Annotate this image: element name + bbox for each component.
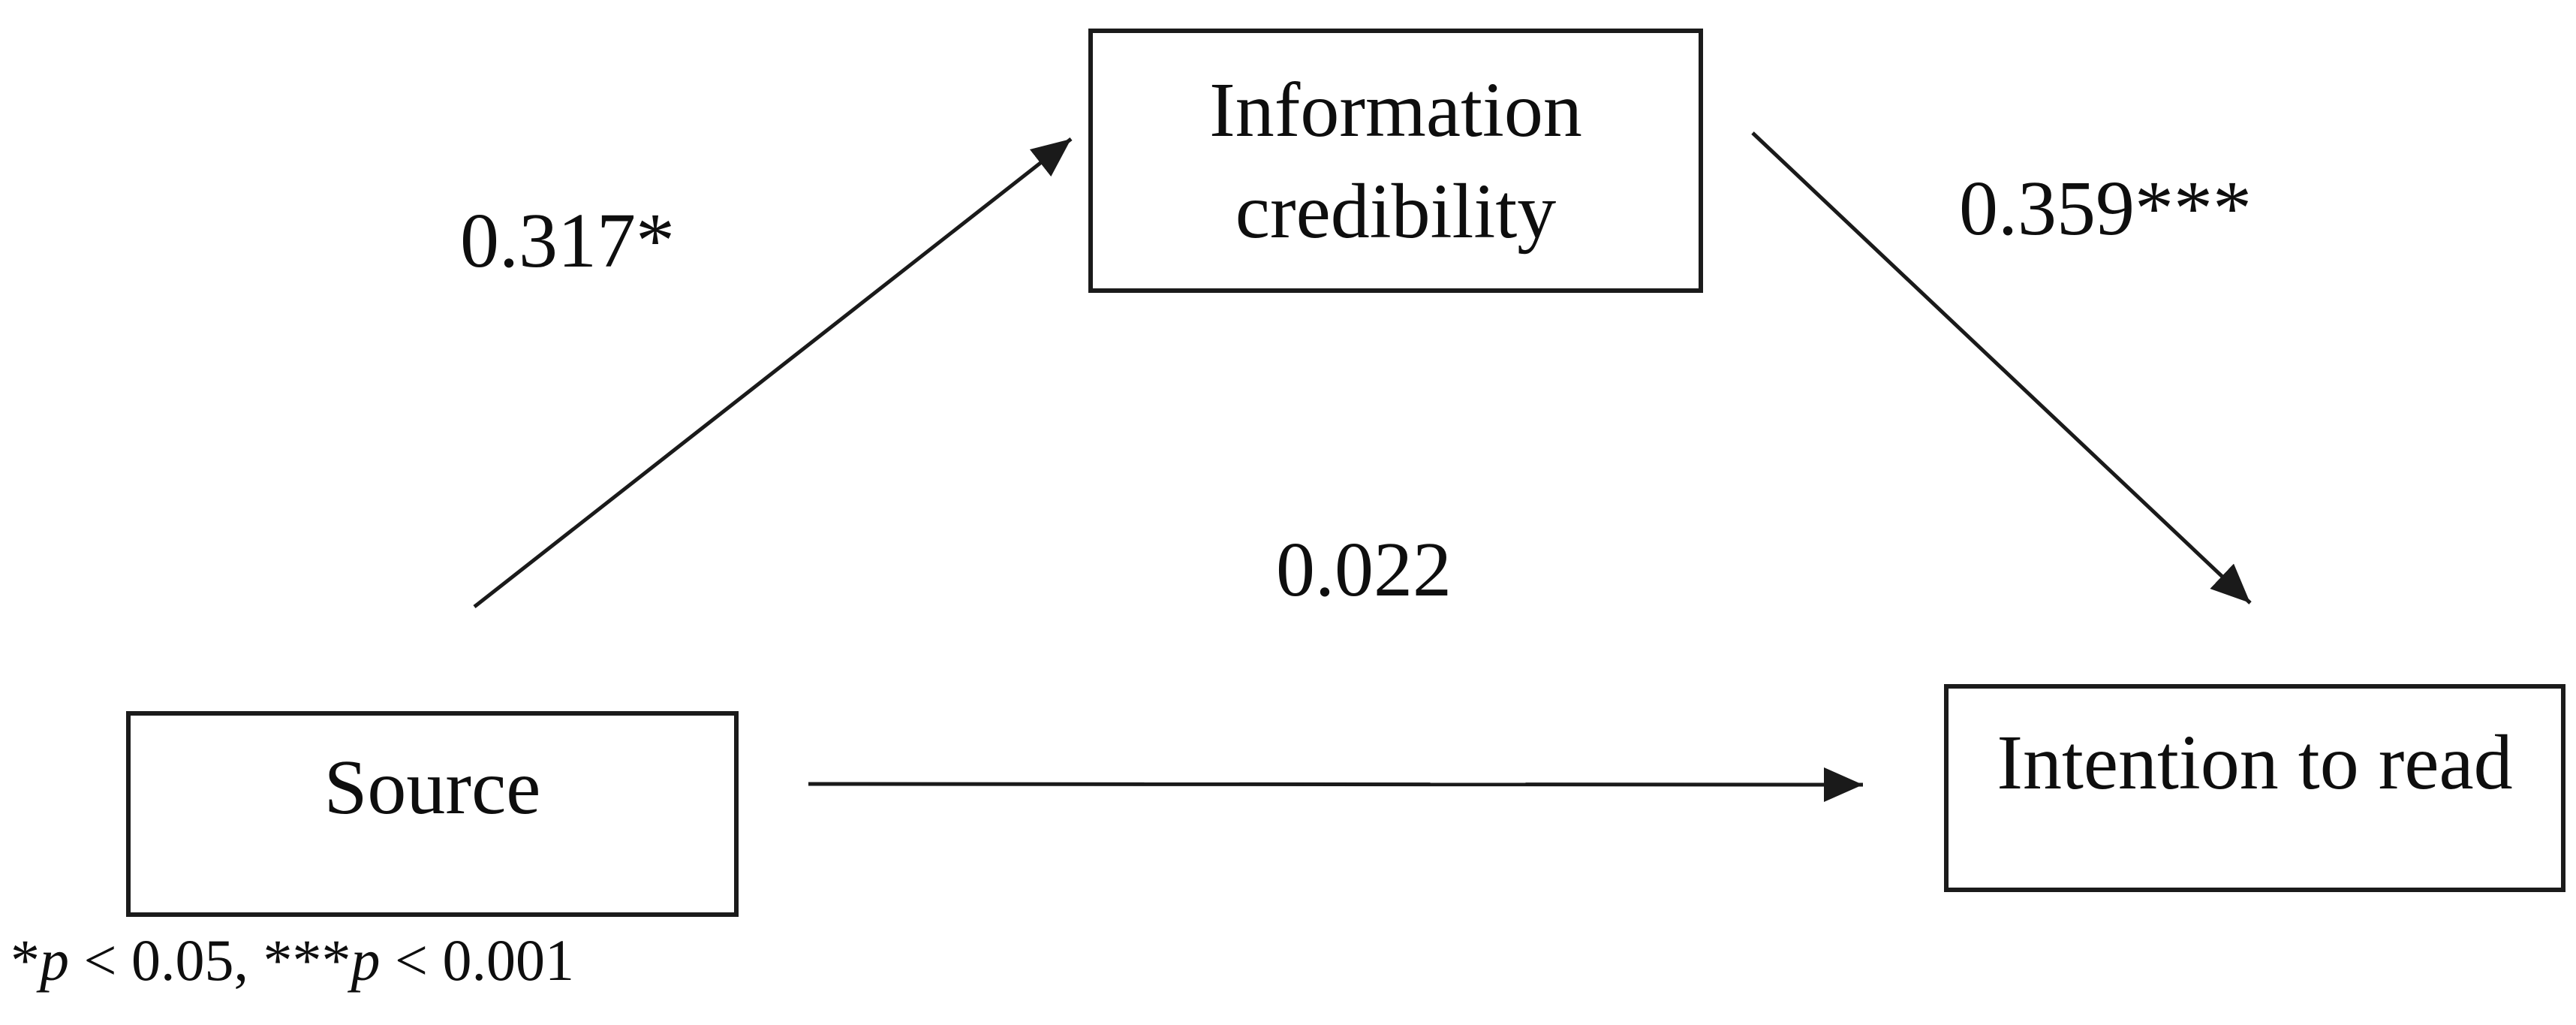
arrow-source-to-mediator [473,137,1073,608]
node-label-line1: Information [1209,67,1582,153]
footnote-stars-2: *** [263,927,351,993]
footnote-stars-1: * [11,927,40,993]
path-coefficient-source-mediator: 0.317* [460,197,675,284]
footnote-threshold-2: < 0.001 [380,927,574,993]
node-label-line2: credibility [1235,168,1557,255]
footnote-threshold-1: < 0.05, [69,927,263,993]
node-information-credibility-label: Information credibility [1209,59,1582,262]
significance-footnote: *p < 0.05, ***p < 0.001 [11,928,574,993]
footnote-p-1: p [40,927,69,993]
path-coefficient-source-outcome: 0.022 [1276,526,1452,613]
node-source-label: Source [324,743,541,831]
arrow-source-to-outcome [808,767,1864,802]
node-information-credibility: Information credibility [1088,29,1703,293]
footnote-p-2: p [351,927,381,993]
node-source: Source [126,711,739,917]
node-intention-to-read: Intention to read [1944,684,2565,892]
path-coefficient-mediator-outcome: 0.359*** [1959,165,2252,252]
arrow-mediator-to-outcome [1751,131,2252,604]
node-intention-to-read-label: Intention to read [1997,719,2513,806]
